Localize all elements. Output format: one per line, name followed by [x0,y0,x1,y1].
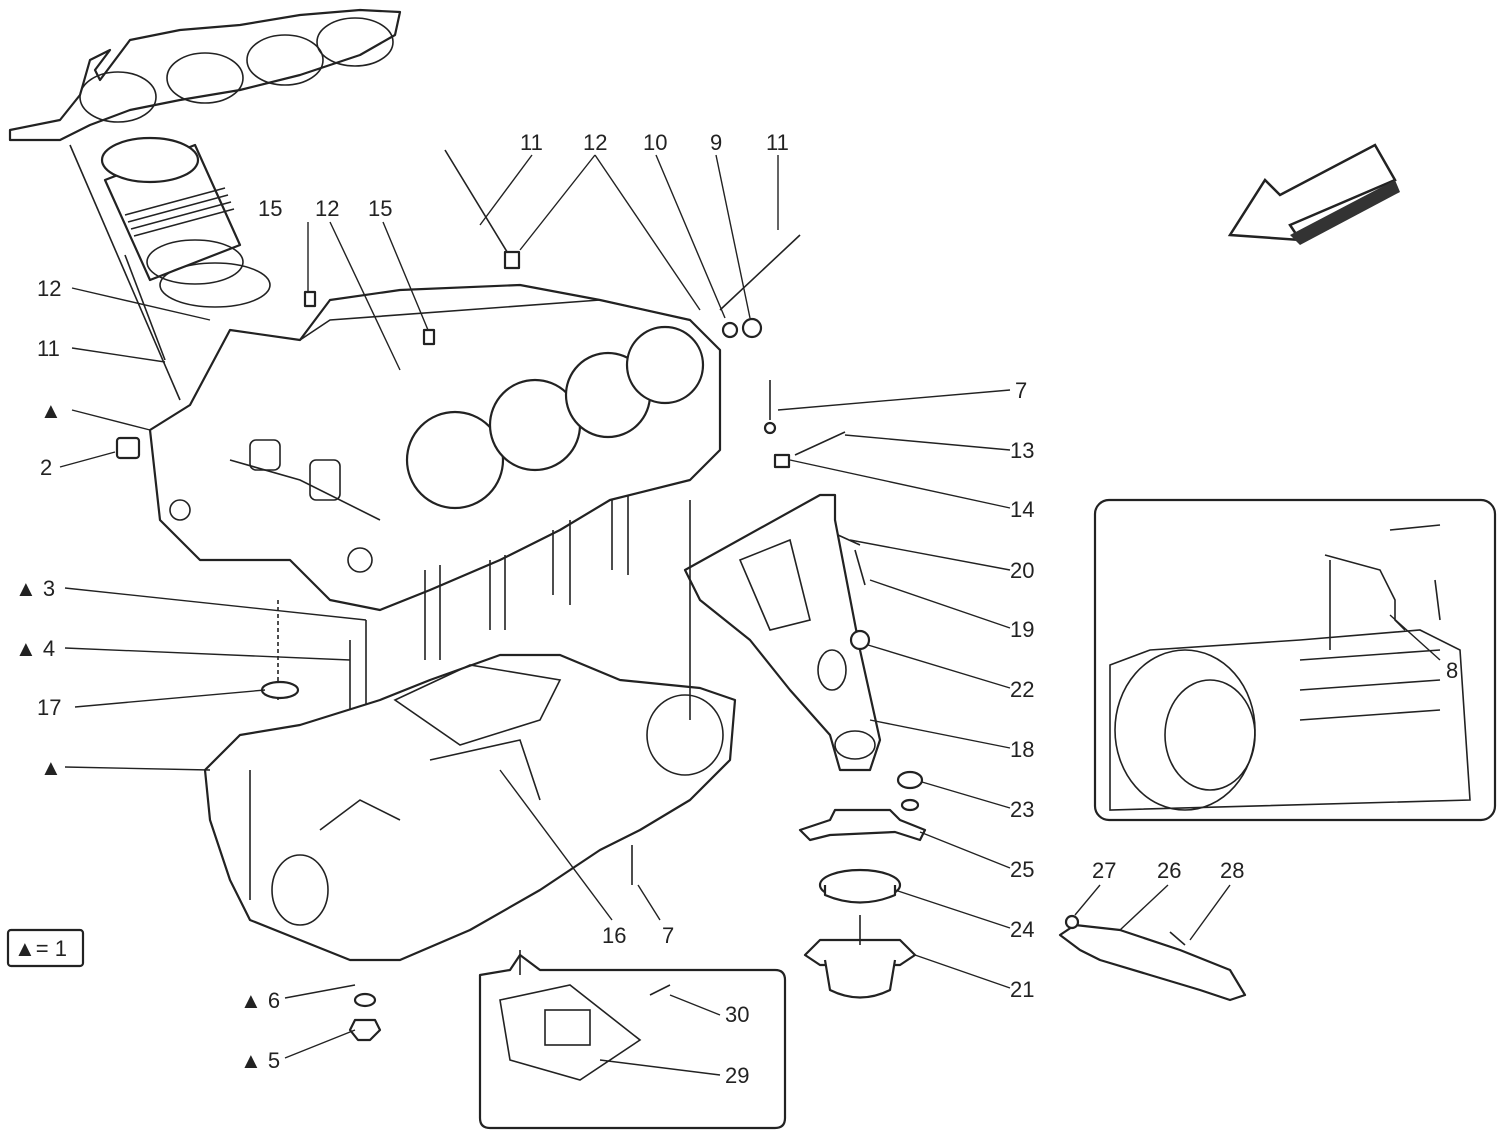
callout-25: 25 [1010,857,1034,882]
lower-crankcase [203,653,737,962]
callout-15b: 15 [368,196,392,221]
callout-2: 2 [40,455,52,480]
cylinder-liner [100,136,271,308]
callout-15a: 15 [258,196,282,221]
callout-8: 8 [1446,658,1458,683]
callout-7b: 7 [662,923,674,948]
callout-11c: 11 [37,336,60,361]
callout-24: 24 [1010,917,1034,942]
callout-12b: 12 [315,196,339,221]
main-bearing-bolts [424,495,629,660]
callout-7a: 7 [1015,378,1027,403]
callout-14: 14 [1010,497,1034,522]
oil-plug [115,436,141,460]
leader-lines [59,154,1441,1076]
callout-3: ▲ 3 [15,576,55,601]
drain-plug [348,992,382,1042]
callout-21: 21 [1010,977,1034,1002]
legend-box: ▲= 1 [6,928,85,968]
callout-17: 17 [37,695,61,720]
direction-arrow-icon [1227,143,1400,245]
long-stud-left [69,144,181,401]
bolts-7-13-14 [763,380,846,469]
callout-29: 29 [725,1063,749,1088]
callout-10: 10 [643,130,667,155]
callout-tri-1: ▲ [40,398,62,423]
upper-crankcase [148,283,722,612]
callout-16: 16 [602,923,626,948]
callout-11b: 11 [766,130,789,155]
inset-sump-detail [478,950,787,1130]
callout-30: 30 [725,1002,749,1027]
head-gasket [8,8,402,142]
callout-4: ▲ 4 [15,636,55,661]
callout-12a: 12 [583,130,607,155]
callout-9: 9 [710,130,722,155]
callout-19: 19 [1010,617,1034,642]
callout-18: 18 [1010,737,1034,762]
callout-11a: 11 [520,130,543,155]
inset-transmission [1093,498,1497,822]
callout-labels: 11 12 10 9 11 15 12 15 12 11 ▲ 2 ▲ 3 ▲ 4… [15,130,1458,1088]
callout-5: ▲ 5 [240,1048,280,1073]
bracket-26-28 [1058,914,1247,1002]
top-studs [303,149,801,346]
legend-text: ▲= 1 [14,936,67,961]
callout-12c: 12 [37,276,61,301]
callout-27: 27 [1092,858,1116,883]
callout-23: 23 [1010,797,1034,822]
callout-28: 28 [1220,858,1244,883]
callout-tri-2: ▲ [40,755,62,780]
callout-13: 13 [1010,438,1034,463]
callout-26: 26 [1157,858,1181,883]
callout-6: ▲ 6 [240,988,280,1013]
engine-mount-assembly [798,770,927,999]
bolts-19-20-22 [837,534,871,651]
callout-20: 20 [1010,558,1034,583]
engine-mount-bracket [683,493,882,772]
callout-22: 22 [1010,677,1034,702]
